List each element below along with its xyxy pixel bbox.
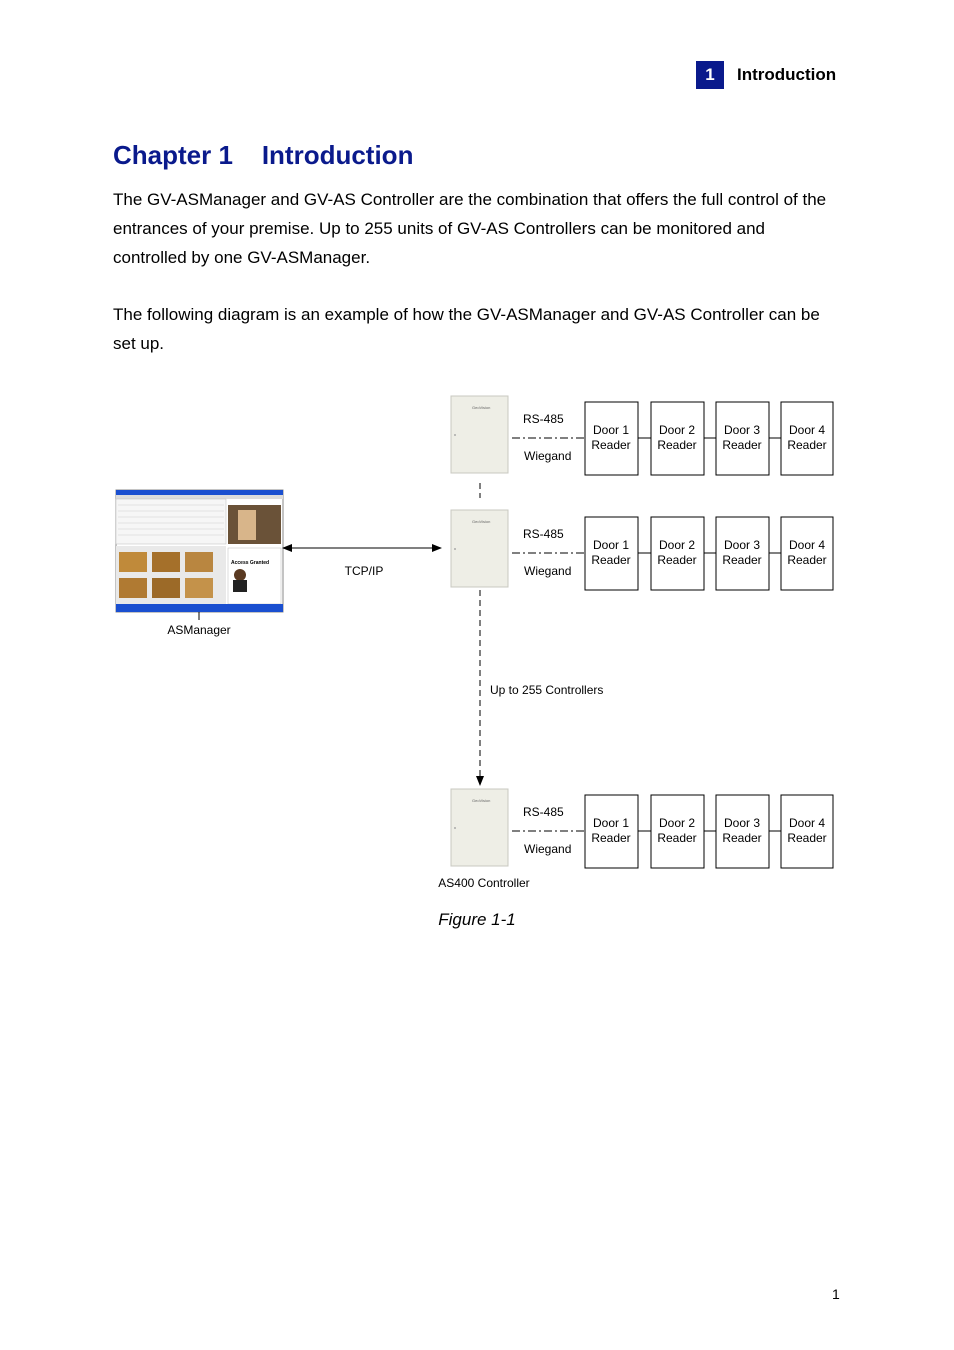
wiegand-label: Wiegand <box>524 449 571 463</box>
reader-row-1: RS-485 Wiegand Door 1 Reader Door 2 Read… <box>512 401 834 476</box>
reader-door2-line1: Door 2 <box>659 538 695 552</box>
page-title: Chapter 1 Introduction <box>113 140 414 170</box>
reader-door1-line2: Reader <box>591 438 630 452</box>
reader-door2-line1: Door 2 <box>659 423 695 437</box>
chapter-number-badge: 1 <box>696 61 724 89</box>
reader-door1-line2: Reader <box>591 831 630 845</box>
svg-text:GeoVision: GeoVision <box>472 405 490 410</box>
diagram-intro-paragraph: The following diagram is an example of h… <box>113 305 820 353</box>
controller-label: AS400 Controller <box>438 876 529 890</box>
reader-door4-line2: Reader <box>787 553 826 567</box>
reader-row-2: RS-485 Wiegand Door 1 Reader Door 2 Read… <box>512 516 834 591</box>
reader-door1-line1: Door 1 <box>593 816 629 830</box>
reader-door4-line1: Door 4 <box>789 816 825 830</box>
svg-text:GeoVision: GeoVision <box>472 798 490 803</box>
access-granted-text: Access Granted <box>231 560 269 566</box>
svg-text:GeoVision: GeoVision <box>472 519 490 524</box>
reader-door2-line2: Reader <box>657 553 696 567</box>
asmanager-label: ASManager <box>167 623 230 637</box>
reader-door1-line2: Reader <box>591 553 630 567</box>
tcpip-label: TCP/IP <box>345 564 384 578</box>
reader-door3-line2: Reader <box>722 438 761 452</box>
running-header-title: Introduction <box>737 65 837 84</box>
reader-door4-line1: Door 4 <box>789 538 825 552</box>
system-diagram: Access Granted ASManager TCP/IP GeoVisio… <box>115 395 834 890</box>
reader-door3-line1: Door 3 <box>724 816 760 830</box>
wiegand-label: Wiegand <box>524 842 571 856</box>
figure-caption-text: Figure 1-1 <box>438 910 516 929</box>
wiegand-label: Wiegand <box>524 564 571 578</box>
reader-door1-line1: Door 1 <box>593 423 629 437</box>
reader-door4-line2: Reader <box>787 438 826 452</box>
reader-door3-line1: Door 3 <box>724 538 760 552</box>
controller-1: GeoVision <box>450 395 509 474</box>
reader-door3-line2: Reader <box>722 831 761 845</box>
reader-door3-line2: Reader <box>722 553 761 567</box>
reader-door4-line2: Reader <box>787 831 826 845</box>
asmanager-screenshot: Access Granted <box>115 489 284 613</box>
reader-door1-line1: Door 1 <box>593 538 629 552</box>
reader-door2-line2: Reader <box>657 831 696 845</box>
reader-door2-line1: Door 2 <box>659 816 695 830</box>
controller-3: GeoVision <box>450 788 509 867</box>
figure-caption: Figure 1-1 <box>0 910 954 930</box>
reader-door4-line1: Door 4 <box>789 423 825 437</box>
page-number: 1 <box>832 1286 840 1302</box>
rs485-label: RS-485 <box>523 805 564 819</box>
reader-door2-line2: Reader <box>657 438 696 452</box>
controller-range-label: Up to 255 Controllers <box>490 683 603 697</box>
intro-paragraph: The GV-ASManager and GV-AS Controller ar… <box>113 190 827 267</box>
reader-row-3: RS-485 Wiegand Door 1 Reader Door 2 Read… <box>512 794 834 869</box>
controller-2: GeoVision <box>450 509 509 588</box>
rs485-label: RS-485 <box>523 527 564 541</box>
reader-door3-line1: Door 3 <box>724 423 760 437</box>
rs485-label: RS-485 <box>523 412 564 426</box>
